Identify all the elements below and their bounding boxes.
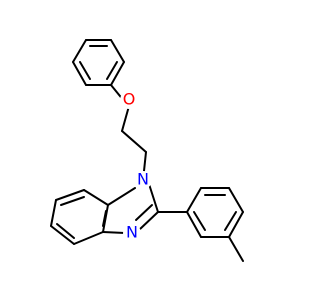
bond-benzo-2 [55, 189, 85, 201]
atom-labels: O N N [120, 90, 152, 242]
bond-n3-c3a [102, 231, 126, 234]
nitrogen-1-label-mask [134, 171, 152, 189]
bond-methyl [228, 236, 244, 262]
bond-benzo-double-2 [56, 223, 75, 239]
bond-tolyl-double-2 [224, 211, 237, 231]
bond-oxygen-ch2 [121, 105, 130, 132]
bond-tolyl-double-3 [193, 211, 206, 231]
bond-benzo-3 [50, 199, 57, 227]
bond-tolyl-3 [228, 187, 244, 213]
bond-phenyl-double-3 [79, 61, 91, 80]
bond-benzo-1 [83, 189, 109, 206]
meta-tolyl-group [157, 187, 244, 262]
bond-phenyl-6 [72, 39, 87, 63]
oxygen-label-mask [120, 91, 138, 109]
bond-n1-c2 [148, 183, 159, 213]
nitrogen-1-atom-label: N [137, 170, 149, 189]
bond-benzo-4 [50, 225, 75, 245]
bond-phenyl-double-2 [106, 61, 118, 80]
bond-phenyl-2 [110, 39, 125, 63]
benzimidazole-core [50, 183, 159, 245]
nitrogen-3-atom-label: N [126, 223, 138, 242]
nitrogen-3-label-mask [123, 224, 141, 242]
oxygen-atom-label: O [123, 90, 136, 109]
bond-c2-n3-double [135, 204, 153, 221]
bond-c2-n3 [138, 211, 159, 231]
phenyl-ring-top [72, 39, 125, 86]
bond-phenyl-3 [110, 61, 125, 86]
molecule-structure: O N N [50, 39, 244, 262]
bond-ch2-ch2 [121, 130, 147, 153]
bond-benzo-double-3 [102, 210, 107, 227]
bond-tolyl-6 [186, 211, 202, 238]
bond-c7a-n1 [107, 187, 136, 206]
bond-ch2-nitrogen [143, 151, 147, 172]
bond-phenyl-5 [72, 61, 87, 86]
bond-benzo-5 [73, 231, 104, 245]
bond-benzo-double-1 [60, 196, 85, 206]
bond-tolyl-1 [186, 187, 202, 213]
bond-tolyl-4 [228, 211, 244, 238]
